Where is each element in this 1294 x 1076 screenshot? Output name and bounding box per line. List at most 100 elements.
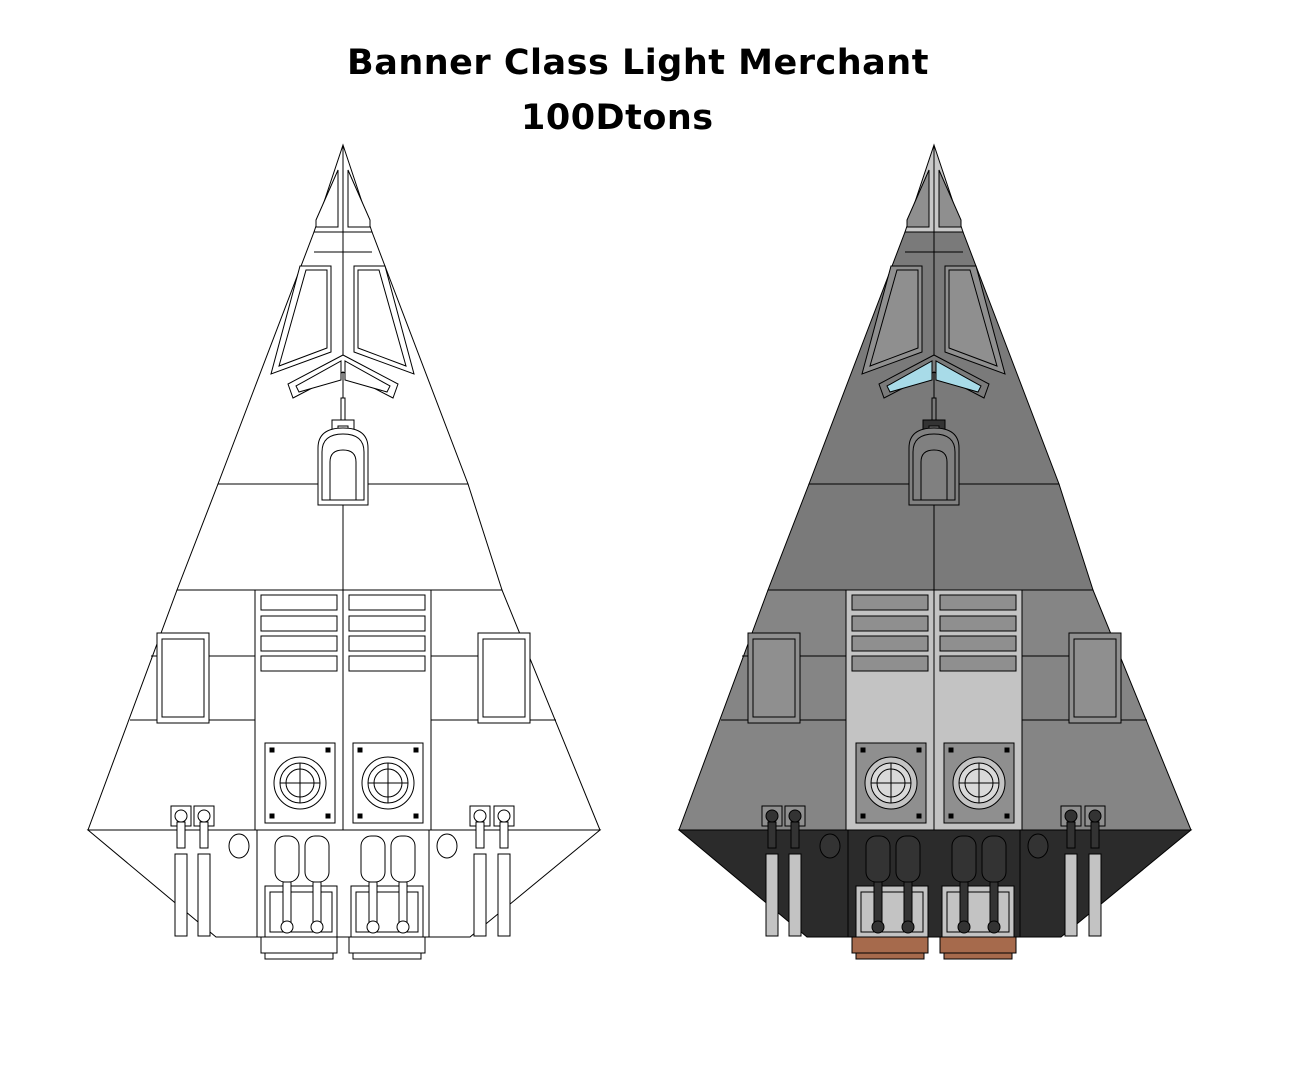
bolt [269,813,275,819]
manifold-pipe [176,821,186,849]
bolt [948,813,954,819]
side-hatch-frame [161,638,205,718]
bolt [948,747,954,753]
manifold-valve [788,809,802,823]
manifold-valve [765,809,779,823]
turret-housing-inner [912,433,956,501]
manifold-pipe [767,821,777,849]
bolt [357,747,363,753]
canopy-glass-right [935,360,982,393]
bolt [1004,813,1010,819]
window-frame [869,269,919,367]
thruster-tube [951,835,977,883]
page-subtitle: 100Dtons [521,98,714,138]
exhaust-pipe [765,853,779,937]
side-hatch-frame [1073,638,1117,718]
turret-housing-inner [321,433,365,501]
turret-hatch [920,449,948,501]
nozzle-lip [264,952,334,960]
thruster-end [901,920,915,934]
grille-slot [348,635,426,652]
exhaust-pipe [1088,853,1102,937]
ship-group [86,143,602,960]
thruster-end [871,920,885,934]
thruster-end [310,920,324,934]
canopy-glass-left [295,360,342,393]
manifold-valve [1088,809,1102,823]
grille-slot [939,655,1017,672]
cockpit-window-left [270,265,332,375]
nose-vent-right [347,169,371,228]
thruster-housing [855,885,929,938]
manifold-pipe [1090,821,1100,849]
bolt [269,747,275,753]
cockpit-window-right [353,265,415,375]
round-vent [1027,833,1049,859]
nozzle-lip [855,952,925,960]
exhaust-pipe [174,853,188,937]
manifold-pipe [1066,821,1076,849]
grille-slot [348,594,426,611]
turret-hatch [329,449,357,501]
grille-slot [851,635,929,652]
thruster-housing [350,885,424,938]
grille-slot [851,655,929,672]
bolt [860,813,866,819]
canopy-frame [287,354,399,399]
page-title: Banner Class Light Merchant [347,43,929,83]
grille-slot [260,655,338,672]
exhaust-pipe [788,853,802,937]
thruster-rod [903,881,913,923]
thruster-end [396,920,410,934]
thruster-rod [959,881,969,923]
thruster-end [957,920,971,934]
canopy-frame [878,354,990,399]
antenna-mast [931,397,937,421]
grille-slot [851,615,929,632]
grille-slot [260,635,338,652]
side-hatch-frame [482,638,526,718]
round-vent [819,833,841,859]
bolt [1004,747,1010,753]
thruster-end [280,920,294,934]
grille-slot [939,594,1017,611]
round-vent [436,833,458,859]
grille-slot [260,615,338,632]
thruster-tube [895,835,921,883]
grille-slot [260,594,338,611]
side-hatch [747,632,801,724]
grille-slot [348,615,426,632]
window-frame [278,269,328,367]
thruster-end [987,920,1001,934]
bolt [357,813,363,819]
nozzle-plate [851,936,929,954]
grille-slot [851,594,929,611]
bolt [413,747,419,753]
side-hatch [156,632,210,724]
nozzle-lip [352,952,422,960]
bolt [916,813,922,819]
thruster-housing-inner [860,891,924,933]
window-frame [357,269,407,367]
nozzle-lip [943,952,1013,960]
thruster-tube [865,835,891,883]
thruster-housing-inner [355,891,419,933]
bolt [413,813,419,819]
manifold-pipe [199,821,209,849]
bolt [860,747,866,753]
thruster-tube [981,835,1007,883]
side-hatch [477,632,531,724]
side-hatch [1068,632,1122,724]
canopy-glass-left [886,360,933,393]
thruster-housing [941,885,1015,938]
thruster-end [366,920,380,934]
canopy-glass-right [344,360,391,393]
window-frame [948,269,998,367]
side-hatch-frame [752,638,796,718]
exhaust-pipe [473,853,487,937]
nose-vent-right [938,169,962,228]
nose-vent-left [315,169,339,228]
exhaust-pipe [497,853,511,937]
